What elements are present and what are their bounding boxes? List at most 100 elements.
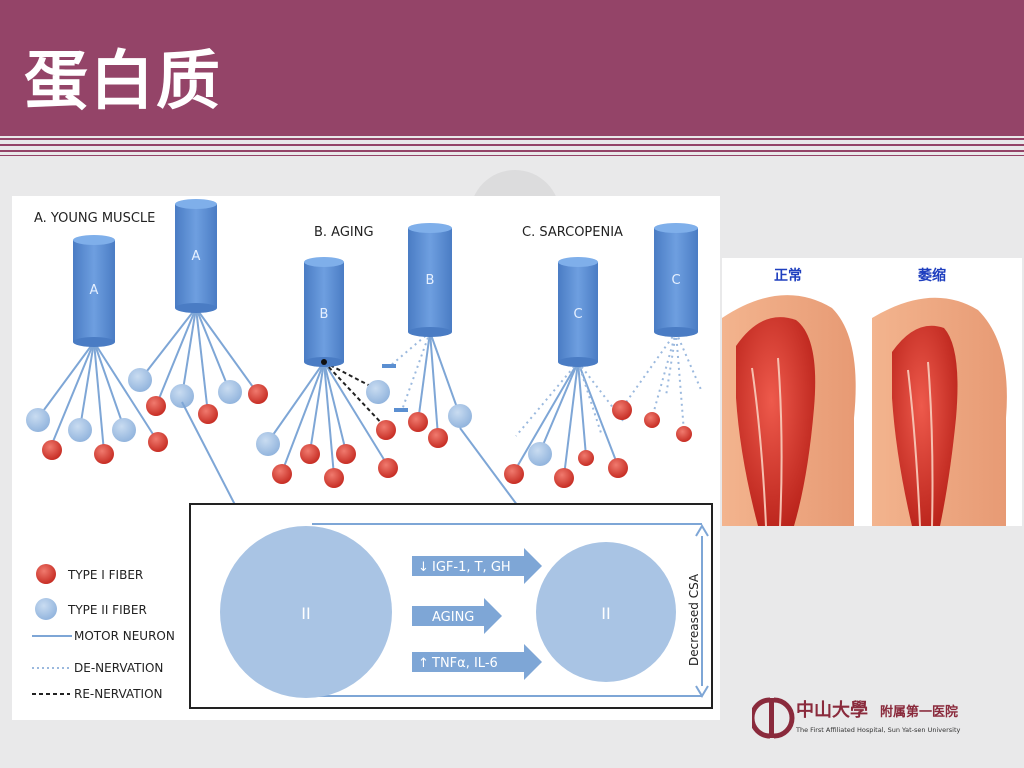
logo-emblem-icon [749, 697, 795, 739]
logo-english: The First Affiliated Hospital, Sun Yat-s… [795, 726, 961, 734]
atrophy-arm [872, 297, 1007, 527]
panel-a: A A [26, 199, 268, 464]
cylinder-bottom [175, 303, 217, 313]
motor-neuron-cylinder [175, 204, 217, 308]
cylinder-top [304, 257, 344, 267]
type1-fiber [336, 444, 356, 464]
legend: TYPE I FIBER TYPE II FIBER MOTOR NEURON … [32, 564, 175, 701]
muscle-svg: 正常 萎缩 [722, 267, 1007, 527]
type1-fiber [324, 468, 344, 488]
type1-fiber [272, 464, 292, 484]
legend-type1-swatch [36, 564, 56, 584]
panel-c: C C [504, 223, 703, 488]
type2-fiber [170, 384, 194, 408]
atrophy-label: 萎缩 [917, 267, 946, 284]
type2-fiber [128, 368, 152, 392]
stripe [0, 138, 1024, 140]
type2-fiber [528, 442, 552, 466]
muscle-comparison-panel: 正常 萎缩 [722, 258, 1022, 527]
neuron-label: B [320, 307, 329, 322]
panel-c-heading: C. SARCOPENIA [522, 225, 623, 240]
legend-renerv-label: RE-NERVATION [74, 687, 163, 701]
legend-denerv-label: DE-NERVATION [74, 661, 163, 675]
type2-fiber [448, 404, 472, 428]
type1-fiber [248, 384, 268, 404]
slide-title: 蛋白质 [24, 45, 222, 119]
arrow-tnf: ↑ TNFα, IL-6 [412, 644, 542, 680]
type2-fiber [68, 418, 92, 442]
cylinder-bottom [654, 327, 698, 337]
fiber-group [26, 368, 268, 464]
neuron-label: B [426, 273, 435, 288]
type1-fiber [676, 426, 692, 442]
neuron-label: A [90, 283, 99, 298]
decreased-csa-label: Decreased CSA [687, 573, 701, 666]
stripe [0, 144, 1024, 146]
legend-type2-swatch [35, 598, 57, 620]
logo-name: 中山大學 [796, 699, 868, 721]
panel-b-heading: B. AGING [314, 225, 374, 240]
type2-fiber [256, 432, 280, 456]
type1-fiber [608, 458, 628, 478]
type2-fiber [26, 408, 50, 432]
motor-neuron-cylinder [558, 262, 598, 362]
cylinder-top [654, 223, 698, 233]
neuron-label: A [192, 249, 201, 264]
motor-neuron-cylinder [654, 228, 698, 332]
panel-b: B B [256, 223, 472, 488]
type1-fiber [94, 444, 114, 464]
normal-muscle [736, 317, 816, 526]
arrow-aging: AGING [412, 598, 502, 634]
normal-label: 正常 [774, 267, 802, 284]
csa-bracket [312, 523, 709, 698]
motor-neuron-cylinder [73, 240, 115, 342]
figure-svg: A. YOUNG MUSCLE B. AGING C. SARCOPENIA A… [26, 199, 713, 709]
down-arrow-icon: ↓ [418, 560, 429, 575]
fiber-group [256, 380, 472, 488]
type2-fiber [112, 418, 136, 442]
legend-motor-label: MOTOR NEURON [74, 629, 175, 643]
up-arrow-icon: ↑ [418, 656, 429, 671]
cylinder-bottom [408, 327, 452, 337]
cylinder-top [558, 257, 598, 267]
large-fiber-label: II [301, 604, 310, 623]
arrow-aging-label: AGING [432, 610, 474, 625]
type1-fiber [428, 428, 448, 448]
denervation-mark [394, 408, 408, 412]
logo-svg: 中山大學 附属第一医院 The First Affiliated Hospita… [749, 697, 961, 739]
slide-header: 蛋白质 [0, 0, 1024, 136]
neuron-node [321, 359, 327, 365]
motor-neuron-cylinder [304, 262, 344, 362]
stripe [0, 150, 1024, 152]
cylinder-bottom [73, 337, 115, 347]
cylinder-top [408, 223, 452, 233]
type1-fiber [376, 420, 396, 440]
motor-neuron-cylinder [408, 228, 452, 332]
legend-type1-label: TYPE I FIBER [67, 568, 143, 582]
type1-fiber [504, 464, 524, 484]
type1-fiber [148, 432, 168, 452]
arrow-igf: ↓ IGF-1, T, GH [412, 548, 542, 584]
type2-fiber [218, 380, 242, 404]
neuron-label: C [671, 273, 680, 288]
type1-fiber [146, 396, 166, 416]
type1-fiber [300, 444, 320, 464]
university-logo: 中山大學 附属第一医院 The First Affiliated Hospita… [749, 694, 1002, 742]
stripe [0, 155, 1024, 156]
header-stripes [0, 136, 1024, 160]
type1-fiber [644, 412, 660, 428]
small-fiber-circle [536, 542, 676, 682]
type1-fiber [612, 400, 632, 420]
logo-subtitle: 附属第一医院 [880, 704, 958, 720]
arrow-igf-label: IGF-1, T, GH [432, 560, 511, 575]
type1-fiber [578, 450, 594, 466]
cylinder-top [175, 199, 217, 209]
small-fiber-label: II [601, 604, 610, 623]
fiber-group [504, 400, 692, 488]
legend-type2-label: TYPE II FIBER [67, 603, 147, 617]
sarcopenia-figure: A. YOUNG MUSCLE B. AGING C. SARCOPENIA A… [12, 196, 720, 720]
neuron-label: C [573, 307, 582, 322]
type1-fiber [378, 458, 398, 478]
type1-fiber [554, 468, 574, 488]
type1-fiber [408, 412, 428, 432]
